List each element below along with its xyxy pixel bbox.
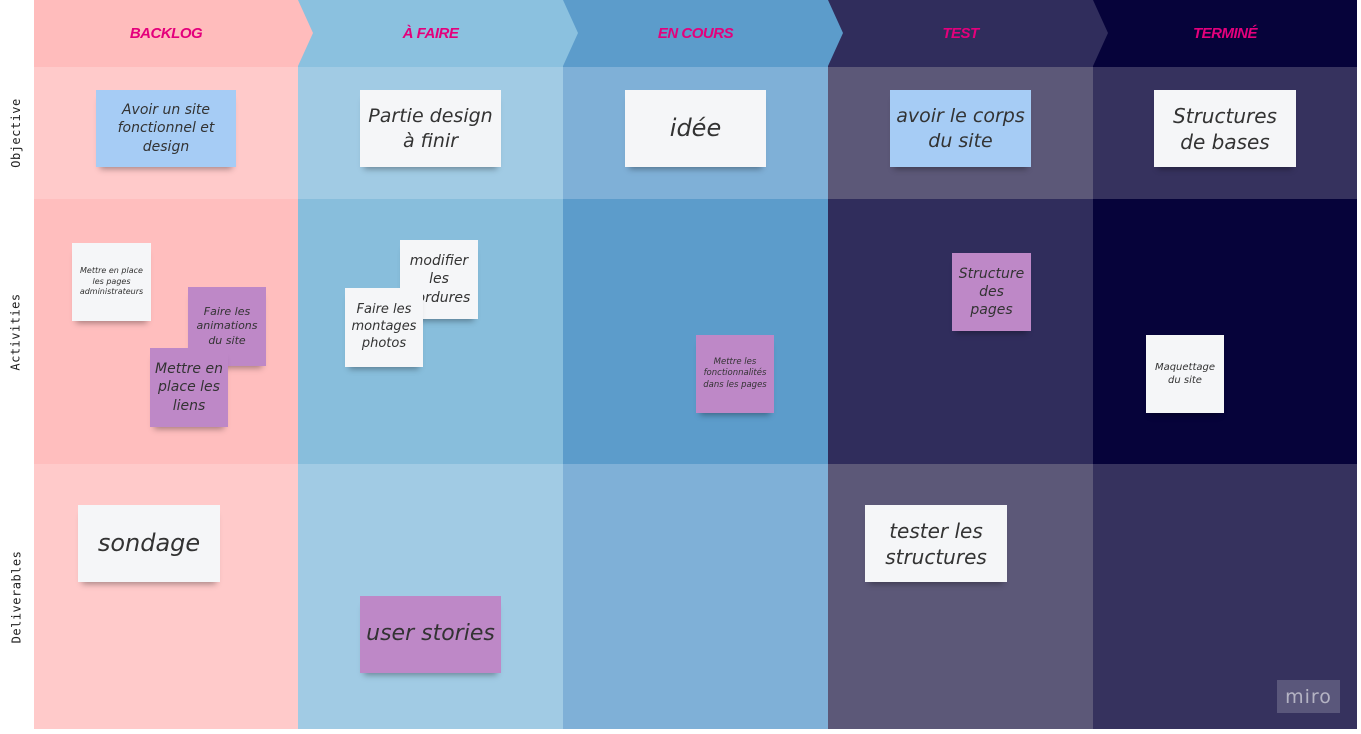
- sticky-note[interactable]: Maquettage du site: [1146, 335, 1224, 413]
- sticky-note[interactable]: user stories: [360, 596, 501, 673]
- column-header-label: TERMINÉ: [1193, 25, 1258, 42]
- column-header-label: EN COURS: [657, 25, 734, 42]
- sticky-note[interactable]: tester les structures: [865, 505, 1007, 582]
- cell-test-deliverables[interactable]: [828, 464, 1093, 729]
- sticky-note[interactable]: Faire les montages photos: [345, 288, 423, 367]
- sticky-note[interactable]: Structures de bases: [1154, 90, 1296, 167]
- sticky-note[interactable]: idée: [625, 90, 766, 167]
- column-header-termine[interactable]: TERMINÉ: [1093, 0, 1357, 67]
- sticky-note[interactable]: sondage: [78, 505, 220, 582]
- sticky-note[interactable]: Avoir un site fonctionnel et design: [96, 90, 236, 167]
- cell-backlog-deliverables[interactable]: [34, 464, 298, 729]
- sticky-note[interactable]: Mettre en place les pages administrateur…: [72, 243, 151, 321]
- miro-logo: miro: [1277, 680, 1340, 713]
- cell-encours-activities[interactable]: [563, 199, 828, 464]
- sticky-note[interactable]: avoir le corps du site: [890, 90, 1031, 167]
- cell-termine-activities[interactable]: [1093, 199, 1357, 464]
- cell-termine-deliverables[interactable]: [1093, 464, 1357, 729]
- row-label-text: Activities: [9, 292, 23, 371]
- column-header-label: TEST: [942, 25, 979, 42]
- column-header-test[interactable]: TEST: [828, 0, 1108, 67]
- cell-test-activities[interactable]: [828, 199, 1093, 464]
- cell-encours-deliverables[interactable]: [563, 464, 828, 729]
- sticky-note[interactable]: Mettre en place les liens: [150, 348, 228, 427]
- column-header-encours[interactable]: EN COURS: [563, 0, 843, 67]
- sticky-note[interactable]: Partie design à finir: [360, 90, 501, 167]
- column-header-label: BACKLOG: [129, 25, 203, 42]
- column-header-backlog[interactable]: BACKLOG: [34, 0, 313, 67]
- column-header-label: À FAIRE: [402, 25, 459, 42]
- row-label-objective: Objective: [0, 67, 32, 199]
- cell-afaire-activities[interactable]: [298, 199, 563, 464]
- column-header-afaire[interactable]: À FAIRE: [298, 0, 578, 67]
- row-label-activities: Activities: [0, 199, 32, 464]
- row-label-text: Deliverables: [9, 550, 24, 643]
- row-label-text: Objective: [9, 98, 23, 168]
- sticky-note[interactable]: Mettre les fonctionnalités dans les page…: [696, 335, 774, 413]
- sticky-note[interactable]: Structure des pages: [952, 253, 1031, 331]
- row-label-deliverables: Deliverables: [0, 464, 32, 729]
